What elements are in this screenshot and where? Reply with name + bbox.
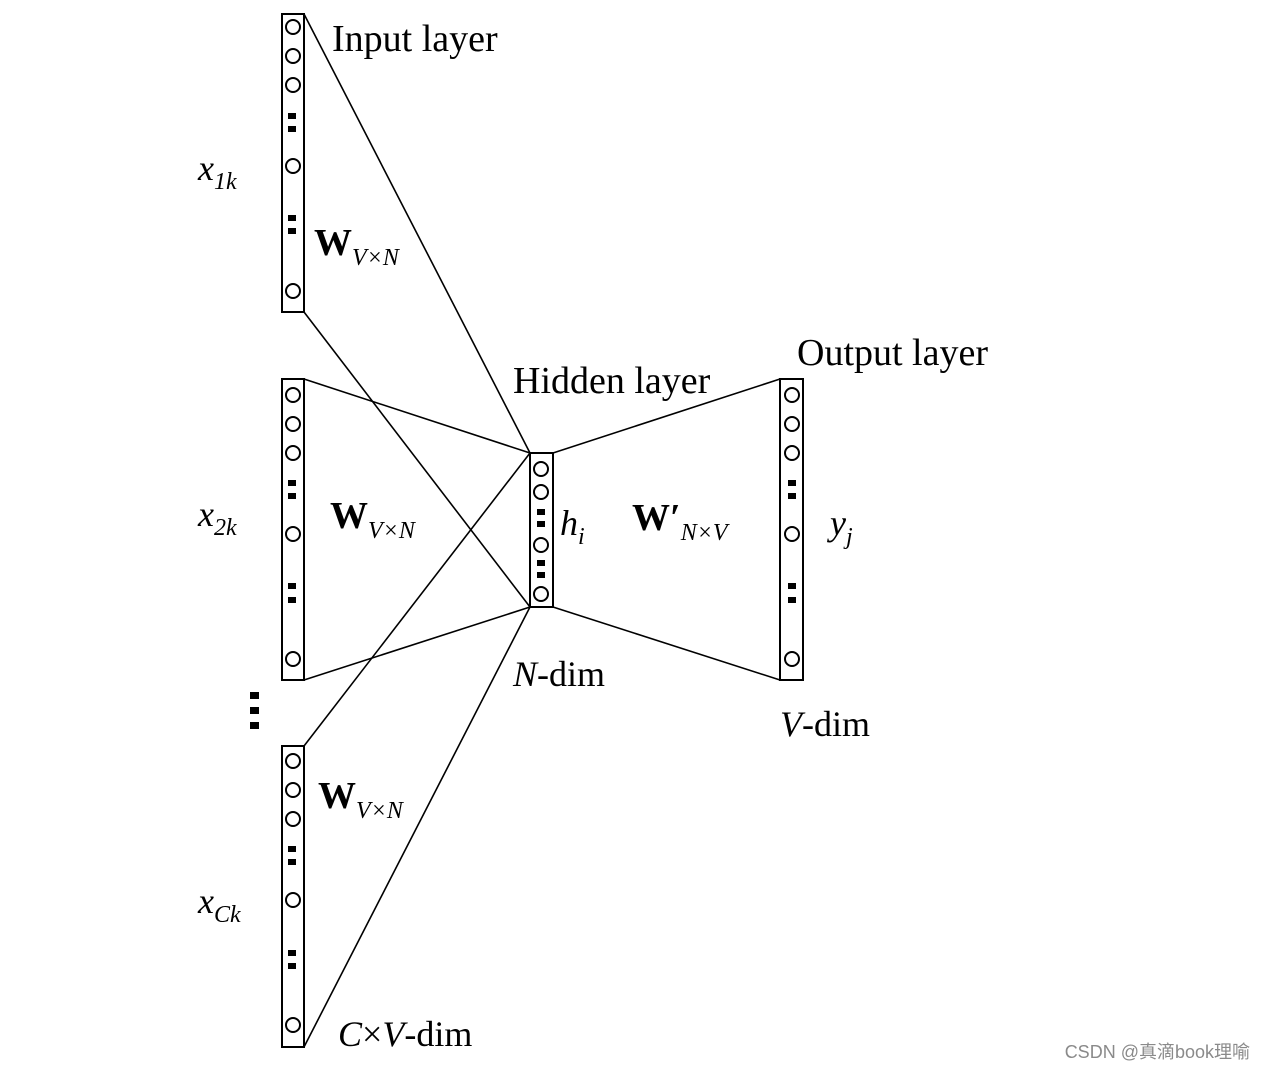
neuron — [533, 461, 549, 477]
neuron — [784, 526, 800, 542]
connection-line — [303, 606, 531, 1048]
ellipsis-dot — [537, 509, 545, 515]
connection-line — [303, 311, 531, 608]
ellipsis-dot — [288, 963, 296, 969]
connection-line — [303, 13, 531, 454]
neuron — [533, 484, 549, 500]
ellipsis-dot — [288, 228, 296, 234]
ellipsis-dot — [288, 846, 296, 852]
neuron — [533, 586, 549, 602]
neuron — [285, 19, 301, 35]
input-column-1 — [281, 13, 305, 313]
ellipsis-dot — [788, 583, 796, 589]
neuron — [784, 651, 800, 667]
output-unit-label: yj — [827, 503, 853, 550]
output-layer-title: Output layer — [797, 332, 988, 374]
neuron — [285, 387, 301, 403]
ellipsis-dot — [288, 480, 296, 486]
connection-line — [303, 378, 531, 454]
ellipsis-dot — [288, 126, 296, 132]
neuron — [285, 753, 301, 769]
hidden-layer-title: Hidden layer — [513, 360, 711, 402]
neuron — [285, 48, 301, 64]
connection-line — [552, 378, 781, 454]
neuron — [285, 77, 301, 93]
ellipsis-dot — [537, 560, 545, 566]
connection-line — [303, 452, 531, 747]
weight-matrix-label-2: WV×N — [330, 495, 417, 544]
connections — [303, 13, 781, 1048]
ellipsis-dot — [788, 597, 796, 603]
cv-dim-label: C×V-dim — [338, 1014, 472, 1054]
input-column-frame — [281, 745, 305, 1048]
ellipsis-dot — [288, 215, 296, 221]
output-column — [779, 378, 804, 681]
ellipsis-dot — [288, 583, 296, 589]
ellipsis-dot — [537, 572, 545, 578]
connection-line — [303, 606, 531, 681]
watermark: CSDN @真滴book理喻 — [1065, 1042, 1250, 1062]
neuron — [285, 283, 301, 299]
input-column-frame — [281, 13, 305, 313]
neuron — [285, 445, 301, 461]
input-column-frame — [281, 378, 305, 681]
neuron — [285, 526, 301, 542]
weight-matrix-label-1: WV×N — [314, 222, 401, 271]
xck-label: xCk — [197, 881, 241, 928]
ellipsis-dot — [788, 480, 796, 486]
neuron — [285, 782, 301, 798]
input-column-c — [281, 745, 305, 1048]
n-dim-label: N-dim — [512, 654, 605, 694]
hidden-column — [529, 452, 554, 608]
ellipsis-dot — [288, 597, 296, 603]
ellipsis-dot — [288, 113, 296, 119]
neuron — [285, 416, 301, 432]
neuron — [784, 445, 800, 461]
neuron — [285, 811, 301, 827]
v-dim-label: V-dim — [780, 704, 870, 744]
ellipsis-dot — [788, 493, 796, 499]
neuron — [784, 387, 800, 403]
ellipsis-dot — [288, 859, 296, 865]
neuron — [285, 651, 301, 667]
neuron — [533, 537, 549, 553]
ellipsis-dot — [537, 521, 545, 527]
ellipsis-dot — [288, 493, 296, 499]
hidden-column-frame — [529, 452, 554, 608]
neuron — [285, 892, 301, 908]
hidden-unit-label: hi — [560, 503, 585, 550]
neuron — [784, 416, 800, 432]
neuron — [285, 158, 301, 174]
ellipsis-dot — [250, 707, 259, 714]
ellipsis-dot — [250, 692, 259, 699]
ellipsis-dot — [250, 722, 259, 729]
connection-line — [552, 606, 781, 681]
group-ellipsis — [250, 692, 259, 729]
neuron — [285, 1017, 301, 1033]
x1k-label: x1k — [197, 148, 237, 195]
input-column-2 — [281, 378, 305, 681]
ellipsis-dot — [288, 950, 296, 956]
output-weight-matrix-label: W′N×V — [632, 497, 730, 546]
x2k-label: x2k — [197, 494, 237, 541]
output-column-frame — [779, 378, 804, 681]
weight-matrix-label-3: WV×N — [318, 775, 405, 824]
input-layer-title: Input layer — [332, 18, 498, 60]
